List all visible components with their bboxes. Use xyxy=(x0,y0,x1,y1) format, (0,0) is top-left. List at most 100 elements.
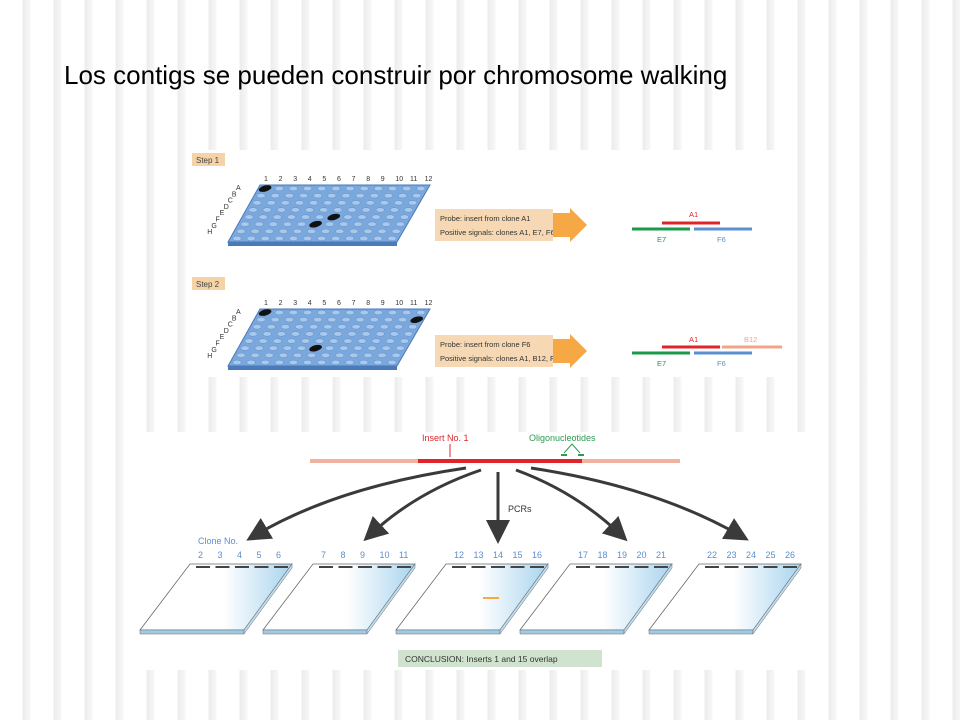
plate-well xyxy=(317,235,327,241)
clone-number: 21 xyxy=(656,550,666,560)
plate-well xyxy=(244,214,254,220)
oligo-pointer xyxy=(563,443,581,454)
column-label: 12 xyxy=(425,300,433,307)
gel-edge xyxy=(262,629,368,635)
clone-number: 6 xyxy=(276,550,281,560)
column-label: 10 xyxy=(395,176,403,183)
positive-signal xyxy=(327,213,341,221)
clone-label-e7-step1: E7 xyxy=(657,235,666,244)
plate-well xyxy=(301,338,310,344)
column-label: 2 xyxy=(279,176,283,183)
plate-well xyxy=(323,324,333,330)
plate-well xyxy=(399,338,409,344)
insert-label: Insert No. 1 xyxy=(422,433,469,443)
clone-number: 5 xyxy=(257,550,262,560)
plate-well xyxy=(367,345,377,351)
plate-well xyxy=(363,352,373,358)
clone-label-a1-step2: A1 xyxy=(689,335,698,344)
plate-well xyxy=(250,352,260,358)
plate-well xyxy=(373,359,383,365)
plate-well xyxy=(278,352,288,358)
column-label: 11 xyxy=(410,300,417,307)
row-label: B xyxy=(232,315,237,322)
clone-number: 2 xyxy=(198,550,203,560)
plate-well xyxy=(339,345,349,351)
plate-well xyxy=(335,352,345,358)
column-label: 8 xyxy=(366,300,370,307)
plate-well xyxy=(402,310,412,316)
plate-well xyxy=(299,193,308,199)
probe-text-1: Probe: insert from clone A1 xyxy=(440,214,530,223)
plate-well xyxy=(321,352,331,358)
plate-well xyxy=(375,331,385,337)
plate-well xyxy=(254,345,264,351)
plate-well xyxy=(385,214,395,220)
plate-well xyxy=(248,207,258,213)
plate-well xyxy=(305,207,315,213)
plate-well xyxy=(288,235,298,241)
plate-well xyxy=(262,331,272,337)
row-label: F xyxy=(216,217,220,224)
plate-well xyxy=(416,186,426,192)
plate-well xyxy=(246,359,256,365)
plate-well xyxy=(395,221,405,227)
plate-well xyxy=(365,324,375,330)
plate-well xyxy=(286,214,296,220)
plate-well xyxy=(325,221,335,227)
plate-well xyxy=(260,359,270,365)
plate-well xyxy=(359,310,369,316)
column-label: 10 xyxy=(395,300,403,307)
plate-well xyxy=(305,331,315,337)
plate-well xyxy=(388,310,397,316)
plate-well xyxy=(321,228,331,234)
plate-well xyxy=(385,338,395,344)
clone-label-e7-step2: E7 xyxy=(657,359,666,368)
plate-well xyxy=(399,214,409,220)
plate-well xyxy=(331,310,341,316)
plate-well xyxy=(313,193,323,199)
plate-well xyxy=(274,359,284,365)
clone-number: 18 xyxy=(598,550,608,560)
plate-well xyxy=(284,193,294,199)
plate-well xyxy=(391,352,401,358)
plate-well xyxy=(416,310,426,316)
plate-well xyxy=(359,235,369,241)
plate-well xyxy=(359,186,369,192)
column-label: 4 xyxy=(308,300,312,307)
plate-well xyxy=(291,331,300,337)
plate-well xyxy=(236,228,246,234)
plate-well xyxy=(339,221,349,227)
row-label: D xyxy=(224,328,229,335)
plate-well xyxy=(353,221,363,227)
plate-well xyxy=(351,200,361,206)
row-label: E xyxy=(220,334,225,341)
gel-side xyxy=(366,563,416,635)
probe-box-1 xyxy=(435,209,553,241)
slide-title: Los contigs se pueden construir por chro… xyxy=(64,60,728,90)
plate-well xyxy=(286,338,296,344)
plate-well xyxy=(404,331,413,337)
step-1-label: Step 1 xyxy=(196,156,220,165)
row-label: A xyxy=(236,185,241,192)
clone-number: 26 xyxy=(785,550,795,560)
arrow-2 xyxy=(553,334,587,368)
plate-well xyxy=(297,221,306,227)
plate-well xyxy=(408,324,418,330)
plate-well xyxy=(258,214,268,220)
plate-well xyxy=(284,317,294,323)
column-label: 4 xyxy=(308,176,312,183)
column-label: 3 xyxy=(293,300,297,307)
plate-well xyxy=(398,317,408,323)
clone-number: 17 xyxy=(578,550,588,560)
plate-edge xyxy=(228,242,397,246)
plate-well xyxy=(369,317,379,323)
plate-well xyxy=(408,200,418,206)
plate-well xyxy=(252,200,262,206)
column-label: 6 xyxy=(337,300,341,307)
plate-well xyxy=(391,228,401,234)
plate-well xyxy=(383,317,393,323)
